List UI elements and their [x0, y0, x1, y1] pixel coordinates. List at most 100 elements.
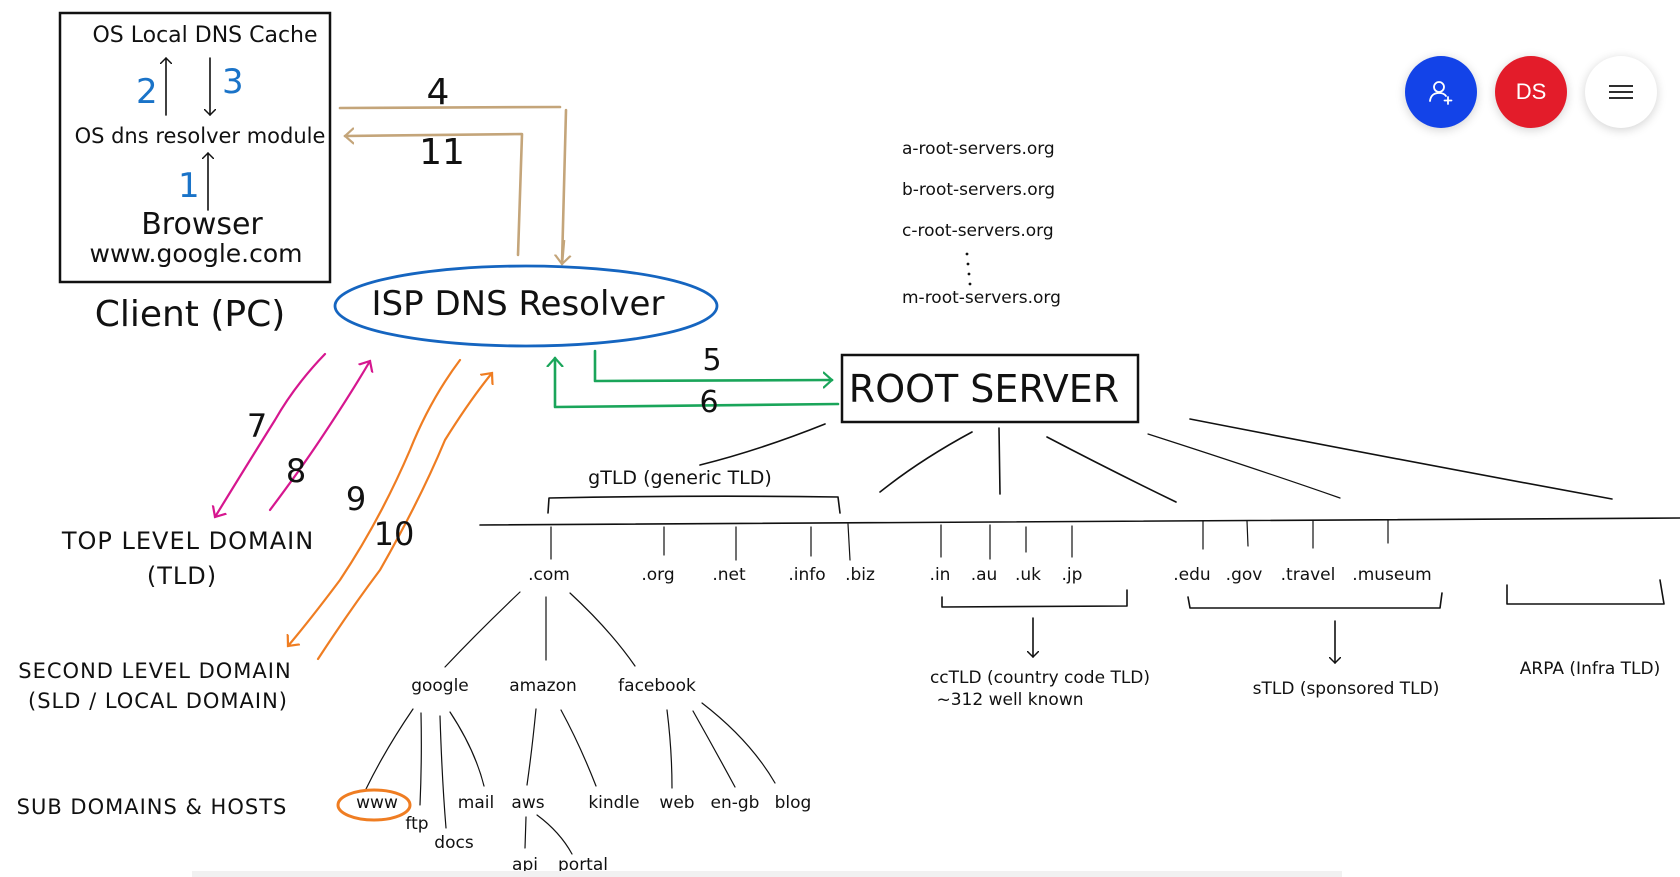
google-branches	[365, 708, 485, 829]
root-server-c: c-root-servers.org	[902, 221, 1054, 241]
sld-google: google	[411, 676, 469, 696]
isp-dns-resolver: ISP DNS Resolver	[333, 264, 719, 348]
root-server-list: a-root-servers.org b-root-servers.org c-…	[902, 139, 1061, 308]
client-box: OS Local DNS Cache 2 3 OS dns resolver m…	[58, 11, 332, 284]
cctld-label: ccTLD (country code TLD)	[930, 668, 1150, 688]
stld-label: sTLD (sponsored TLD)	[1253, 679, 1440, 699]
tld-biz: .biz	[845, 565, 875, 585]
host-web: web	[659, 793, 694, 813]
host-aws: aws	[511, 793, 544, 813]
root-server-m: m-root-servers.org	[902, 288, 1061, 308]
step-4-number: 4	[427, 72, 450, 113]
step-5-number: 5	[702, 343, 721, 378]
tld-level-label: TOP LEVEL DOMAIN	[61, 527, 314, 555]
tld-jp: .jp	[1062, 565, 1083, 585]
tld-net: .net	[712, 565, 746, 585]
step-8-number: 8	[286, 452, 306, 490]
sld-facebook: facebook	[618, 676, 696, 696]
host-en-gb: en-gb	[711, 793, 760, 813]
step-11-number: 11	[419, 132, 465, 173]
arpa-label: ARPA (Infra TLD)	[1520, 659, 1660, 679]
step-4-line	[338, 105, 568, 266]
tld-uk: .uk	[1015, 565, 1041, 585]
step-3-number: 3	[222, 62, 244, 102]
tld-com: .com	[528, 565, 570, 585]
host-kindle: kindle	[588, 793, 639, 813]
invite-user-button[interactable]	[1405, 56, 1477, 128]
client-box-border	[58, 11, 332, 284]
step-6-number: 6	[699, 385, 718, 420]
cctld-group: .in .au .uk .jp ccTLD (country code TLD)…	[930, 524, 1150, 710]
step-9-arrow	[288, 358, 462, 646]
step-7-arrow	[215, 352, 327, 517]
stld-bracket	[1187, 592, 1443, 609]
main-menu-button[interactable]	[1585, 56, 1657, 128]
step-2-number: 2	[136, 72, 158, 112]
tld-travel: .travel	[1281, 565, 1336, 585]
tld-org: .org	[641, 565, 674, 585]
tld-level-sublabel: (TLD)	[147, 562, 217, 590]
arpa-group: ARPA (Infra TLD)	[1506, 579, 1665, 679]
host-portal: portal	[558, 855, 608, 875]
tld-museum: .museum	[1352, 565, 1431, 585]
tld-info: .info	[788, 565, 825, 585]
amazon-branches	[526, 708, 597, 787]
gtld-items: .com .org .net .info .biz	[528, 523, 875, 585]
cctld-note: ~312 well known	[936, 690, 1083, 710]
step-11-arrow	[345, 134, 524, 257]
ellipsis-dots	[965, 252, 972, 286]
step-10-arrow	[316, 373, 492, 661]
user-plus-icon	[1429, 81, 1453, 105]
step-5-arrow	[593, 349, 832, 381]
os-resolver-module-label: OS dns resolver module	[75, 124, 326, 148]
com-branches	[444, 591, 636, 668]
host-mail: mail	[458, 793, 494, 813]
step-7-number: 7	[247, 407, 267, 445]
browser-label: Browser	[141, 207, 263, 242]
tld-in: .in	[930, 565, 951, 585]
isp-resolver-ellipse	[333, 264, 719, 348]
step-10-number: 10	[374, 515, 415, 553]
cctld-bracket	[941, 589, 1128, 608]
tld-baseline	[479, 517, 1680, 526]
root-server-box	[840, 353, 1140, 424]
step-9-number: 9	[346, 480, 366, 518]
arpa-bracket	[1506, 579, 1665, 605]
bottom-toolbar-edge	[192, 871, 1342, 877]
sld-amazon: amazon	[509, 676, 577, 696]
www-highlight-circle	[336, 788, 412, 822]
hamburger-menu-icon	[1609, 85, 1633, 99]
sld-level-sublabel: (SLD / LOCAL DOMAIN)	[28, 689, 288, 713]
isp-resolver-label: ISP DNS Resolver	[372, 284, 665, 324]
root-branches	[699, 418, 1613, 503]
host-blog: blog	[775, 793, 812, 813]
aws-branches	[524, 814, 573, 855]
gtld-bracket	[547, 495, 841, 514]
tld-edu: .edu	[1173, 565, 1210, 585]
os-cache-label: OS Local DNS Cache	[92, 23, 317, 48]
step-4-arrowhead	[562, 239, 564, 264]
step-8-arrow	[268, 361, 370, 512]
root-server-a: a-root-servers.org	[902, 139, 1055, 159]
gtld-label: gTLD (generic TLD)	[588, 467, 772, 489]
host-api: api	[512, 855, 538, 875]
stld-group: .edu .gov .travel .museum sTLD (sponsore…	[1173, 519, 1443, 699]
tld-au: .au	[971, 565, 998, 585]
avatar-initials: DS	[1515, 79, 1547, 104]
browser-url: www.google.com	[90, 239, 303, 268]
user-avatar-button[interactable]: DS	[1495, 56, 1567, 128]
host-www: www	[356, 793, 398, 813]
facebook-branches	[666, 702, 776, 789]
subdomain-level-label: SUB DOMAINS & HOSTS	[17, 795, 288, 819]
root-server: ROOT SERVER	[840, 353, 1140, 424]
step-1-number: 1	[178, 166, 200, 206]
sld-level-label: SECOND LEVEL DOMAIN	[18, 659, 291, 683]
client-caption: Client (PC)	[95, 294, 286, 335]
host-ftp: ftp	[405, 814, 428, 834]
step-6-arrow	[555, 358, 840, 409]
root-server-label: ROOT SERVER	[849, 367, 1119, 411]
host-docs: docs	[434, 833, 474, 853]
root-server-b: b-root-servers.org	[902, 180, 1055, 200]
tld-gov: .gov	[1226, 565, 1263, 585]
